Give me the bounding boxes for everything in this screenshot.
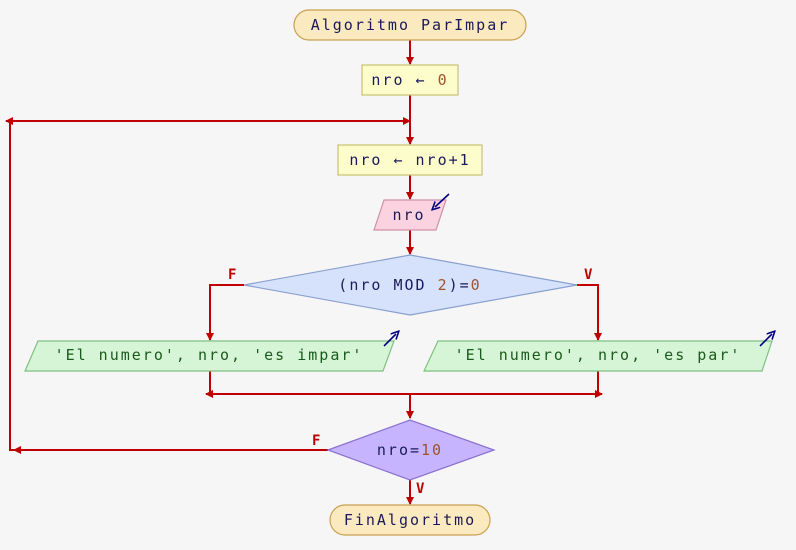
loop-condition-node: nro=10	[326, 419, 496, 481]
init-assign-text: nro ← 0	[371, 71, 448, 89]
output-true-arrow-icon	[759, 334, 772, 347]
input-node: nro	[373, 193, 450, 231]
decision-true-label: V	[584, 267, 593, 283]
loop-false-label: F	[312, 433, 320, 449]
output-false-text: 'El numero', nro, 'es impar'	[55, 346, 364, 364]
start-label: Algoritmo ParImpar	[311, 16, 510, 34]
loop-true-label: V	[416, 481, 425, 497]
decision-false-label: F	[228, 267, 236, 283]
output-false-arrow-icon	[383, 334, 396, 347]
input-arrow-icon	[435, 193, 450, 207]
input-label: nro	[392, 206, 425, 224]
connectors	[9, 40, 603, 505]
start-node: Algoritmo ParImpar	[293, 9, 527, 41]
connector-decision-true	[577, 284, 602, 341]
connector-decision-false	[206, 284, 244, 341]
decision-node: (nro MOD 2)=0	[243, 254, 578, 316]
increment-assign-text: nro ← nro+1	[349, 151, 470, 169]
output-true-text: 'El numero', nro, 'es par'	[455, 346, 742, 364]
decision-text: (nro MOD 2)=0	[338, 276, 481, 294]
output-false-node: 'El numero', nro, 'es impar'	[24, 334, 396, 372]
increment-assign-node: nro ← nro+1	[337, 144, 483, 176]
loop-condition-text: nro=10	[377, 441, 443, 459]
init-assign-node: nro ← 0	[361, 64, 459, 96]
end-label: FinAlgoritmo	[344, 511, 476, 529]
end-node: FinAlgoritmo	[329, 504, 491, 536]
output-true-node: 'El numero', nro, 'es par'	[423, 334, 772, 372]
